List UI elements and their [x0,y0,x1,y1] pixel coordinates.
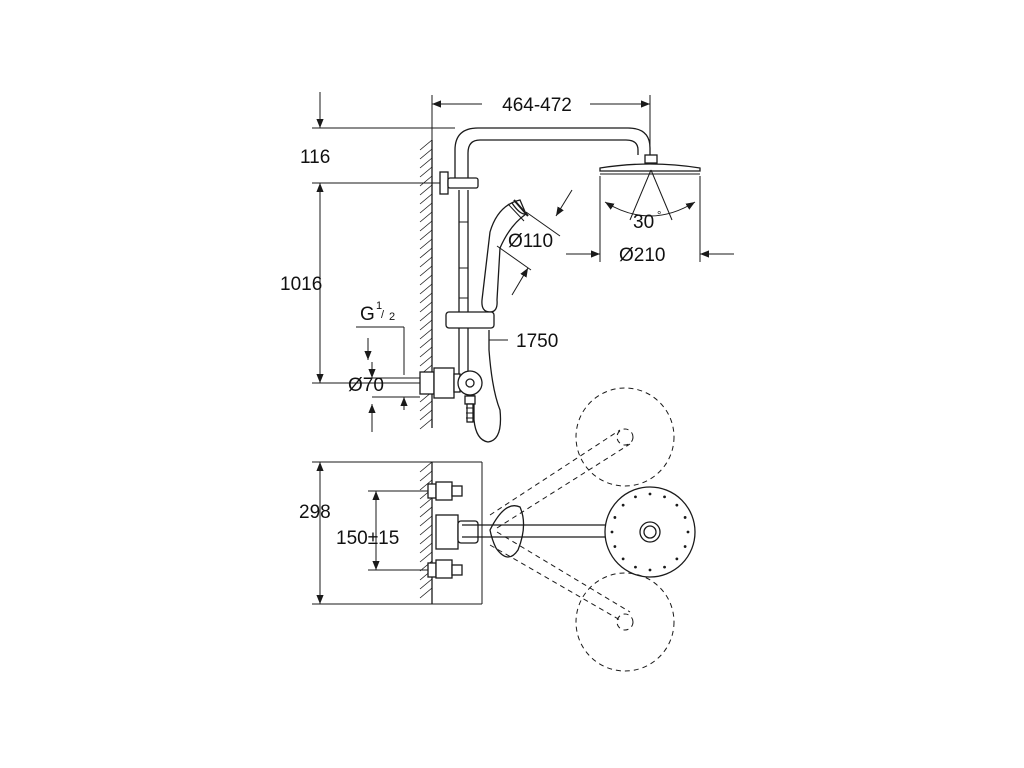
head-nozzle-dot [648,568,652,572]
plan-view [312,387,696,672]
wall-hatch-stroke [419,148,433,160]
head-nozzle-dot [663,495,666,499]
riser-arm-outer [454,127,651,185]
wall-hatch-stroke [419,418,433,430]
head-nozzle-dot [610,530,614,534]
wall-hatch-stroke [419,587,433,599]
wall-hatch-stroke [419,283,433,295]
swivel-angle-label: 30 [633,212,654,233]
wall-hatch-stroke [419,229,433,241]
wall-hatch-stroke [419,524,433,536]
wall-hatch-stroke [419,184,433,196]
connection-denominator: 2 [389,311,395,323]
wall-hatch-stroke [419,220,433,232]
wall-hatch-stroke [419,238,433,250]
head-shower-plan [604,486,696,578]
wall-hatch-stroke [419,328,433,340]
wall-hatch-stroke [419,542,433,554]
wall-hatch-stroke [419,301,433,313]
head-nozzle-dot [648,492,652,496]
wall-hatch-stroke [419,310,433,322]
wall-hatch-stroke [419,175,433,187]
mixer-body-plan [435,514,459,550]
dim-centres-label: 150±15 [336,528,399,549]
head-nozzle-dot [634,565,637,569]
wall-hatch-stroke [419,409,433,421]
head-nozzle-dot [686,530,690,534]
dim-projection-label: 464-472 [502,95,572,116]
wall-hatch-stroke [419,247,433,259]
swivel-line-left [629,169,652,221]
wall-hatch-stroke [419,157,433,169]
bracket-clamp-top [447,177,479,189]
wall-hatch-stroke [419,461,433,473]
valve-upper [427,481,463,501]
swivel-position-lower [575,572,675,672]
valve-lower [427,559,463,579]
wall-hatch-stroke [419,274,433,286]
connection-slash: / [381,309,385,321]
dim-depth-label: 298 [299,502,331,523]
wall-hatch-stroke [419,337,433,349]
wall-hatch-stroke [419,346,433,358]
wall-hatch-stroke [419,506,433,518]
side-elevation [312,92,734,443]
wall-hatch-stroke [419,265,433,277]
dim-head-diameter-label: Ø210 [619,245,665,266]
wall-hatch-stroke [419,355,433,367]
hand-shower-holder [445,311,495,329]
wall-hatch-stroke [419,211,433,223]
head-nozzle-dot [621,503,625,507]
wall-hatch-stroke [419,292,433,304]
dim-height-label: 1016 [280,274,322,295]
head-nozzle-dot [683,516,687,519]
wall-hatch-stroke [419,319,433,331]
wall-hatch-stroke [419,400,433,412]
wall-hatch-stroke [419,166,433,178]
swivel-angle-unit: ° [657,210,661,222]
head-nozzle-dot [675,503,679,507]
wall-hatch-stroke [419,256,433,268]
wall-hatch-stroke [419,193,433,205]
wall-hatch-stroke [419,551,433,563]
head-shower-side [599,154,701,175]
hand-shower-plan [489,505,525,558]
wall-hatch-stroke [419,139,433,151]
swivel-line-right [650,169,673,221]
head-nozzle-dot [683,545,687,548]
dim-hand-shower-diameter-label: Ø110 [508,231,553,252]
wall-hatch-stroke [419,497,433,509]
head-nozzle-dot [663,565,666,569]
riser-arm-inner [467,139,639,185]
head-nozzle-dot [621,557,625,561]
head-nozzle-dot [613,516,617,519]
wall-hatch-stroke [419,202,433,214]
shower-hose [473,330,502,443]
dim-top-offset-label: 116 [300,147,330,168]
head-nozzle-dot [634,495,637,499]
mixer-side [419,367,483,423]
wall-hatch-stroke [419,470,433,482]
head-nozzle-dot [675,557,679,561]
dim-outlet-diameter-label: Ø70 [348,375,384,396]
swivel-position-upper [575,387,675,487]
connection-numerator: 1 [376,300,382,312]
dim-hose-length-label: 1750 [516,331,558,352]
head-nozzle-dot [613,545,617,548]
swivel-arc [604,201,696,217]
wall-hatch-stroke [419,533,433,545]
wall-hatch-stroke [419,578,433,590]
wall-bracket-top [439,171,449,195]
wall-hatch-stroke [419,479,433,491]
wall-hatch-stroke [419,515,433,527]
connection-prefix-label: G [360,304,375,325]
